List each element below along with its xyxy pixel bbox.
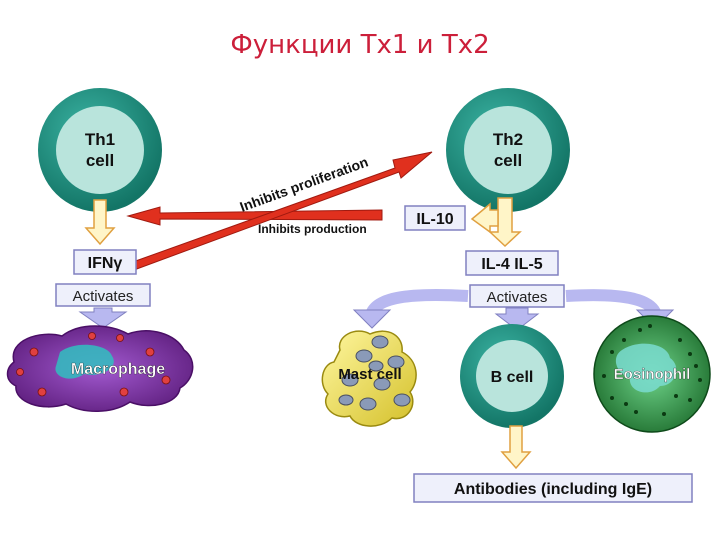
th2-label-line1: Th2 [493, 130, 523, 149]
th1-cell: Th1 cell [38, 88, 162, 212]
il45-label: IL-4 IL-5 [481, 256, 542, 273]
th1-to-ifn-arrow [84, 199, 116, 246]
th1-label-line1: Th1 [85, 130, 115, 149]
b-cell-label: B cell [491, 369, 534, 386]
activates-to-macrophage-arrow [78, 307, 128, 329]
macrophage-label: Macrophage [71, 361, 165, 378]
ifn-label: IFNγ [88, 255, 123, 272]
mast-cell: Mast cell [321, 330, 417, 427]
b-cell: B cell [460, 324, 564, 428]
antibodies-label: Antibodies (including IgE) [454, 481, 652, 498]
page-title: Функции Тх1 и Тх2 [230, 30, 490, 60]
inhibits-production-label: Inhibits production [258, 222, 367, 236]
macrophage-cell: Macrophage [6, 325, 194, 412]
activates-left-box: Activates [55, 283, 151, 307]
activates-right-box: Activates [469, 284, 565, 308]
mast-cell-label: Mast cell [338, 366, 401, 383]
activates-right-label: Activates [487, 289, 548, 306]
eosinophil-cell: Eosinophil [593, 315, 711, 433]
th1-label-line2: cell [86, 151, 114, 170]
th2-to-il45-arrow [470, 197, 522, 248]
antibodies-box: Antibodies (including IgE) [413, 473, 693, 503]
il45-box: IL-4 IL-5 [465, 250, 559, 276]
activates-branch-arrows [352, 288, 675, 331]
inhibits-proliferation-arrow [129, 151, 433, 271]
activates-left-label: Activates [73, 288, 134, 305]
inhibits-production-arrow [126, 206, 383, 226]
bcell-to-antibodies-arrow [500, 425, 532, 470]
il10-box: IL-10 [404, 205, 466, 231]
il10-label: IL-10 [416, 211, 453, 228]
th2-cell: Th2 cell [446, 88, 570, 212]
th2-label-line2: cell [494, 151, 522, 170]
eosinophil-label: Eosinophil [614, 366, 691, 383]
ifn-box: IFNγ [73, 249, 137, 275]
